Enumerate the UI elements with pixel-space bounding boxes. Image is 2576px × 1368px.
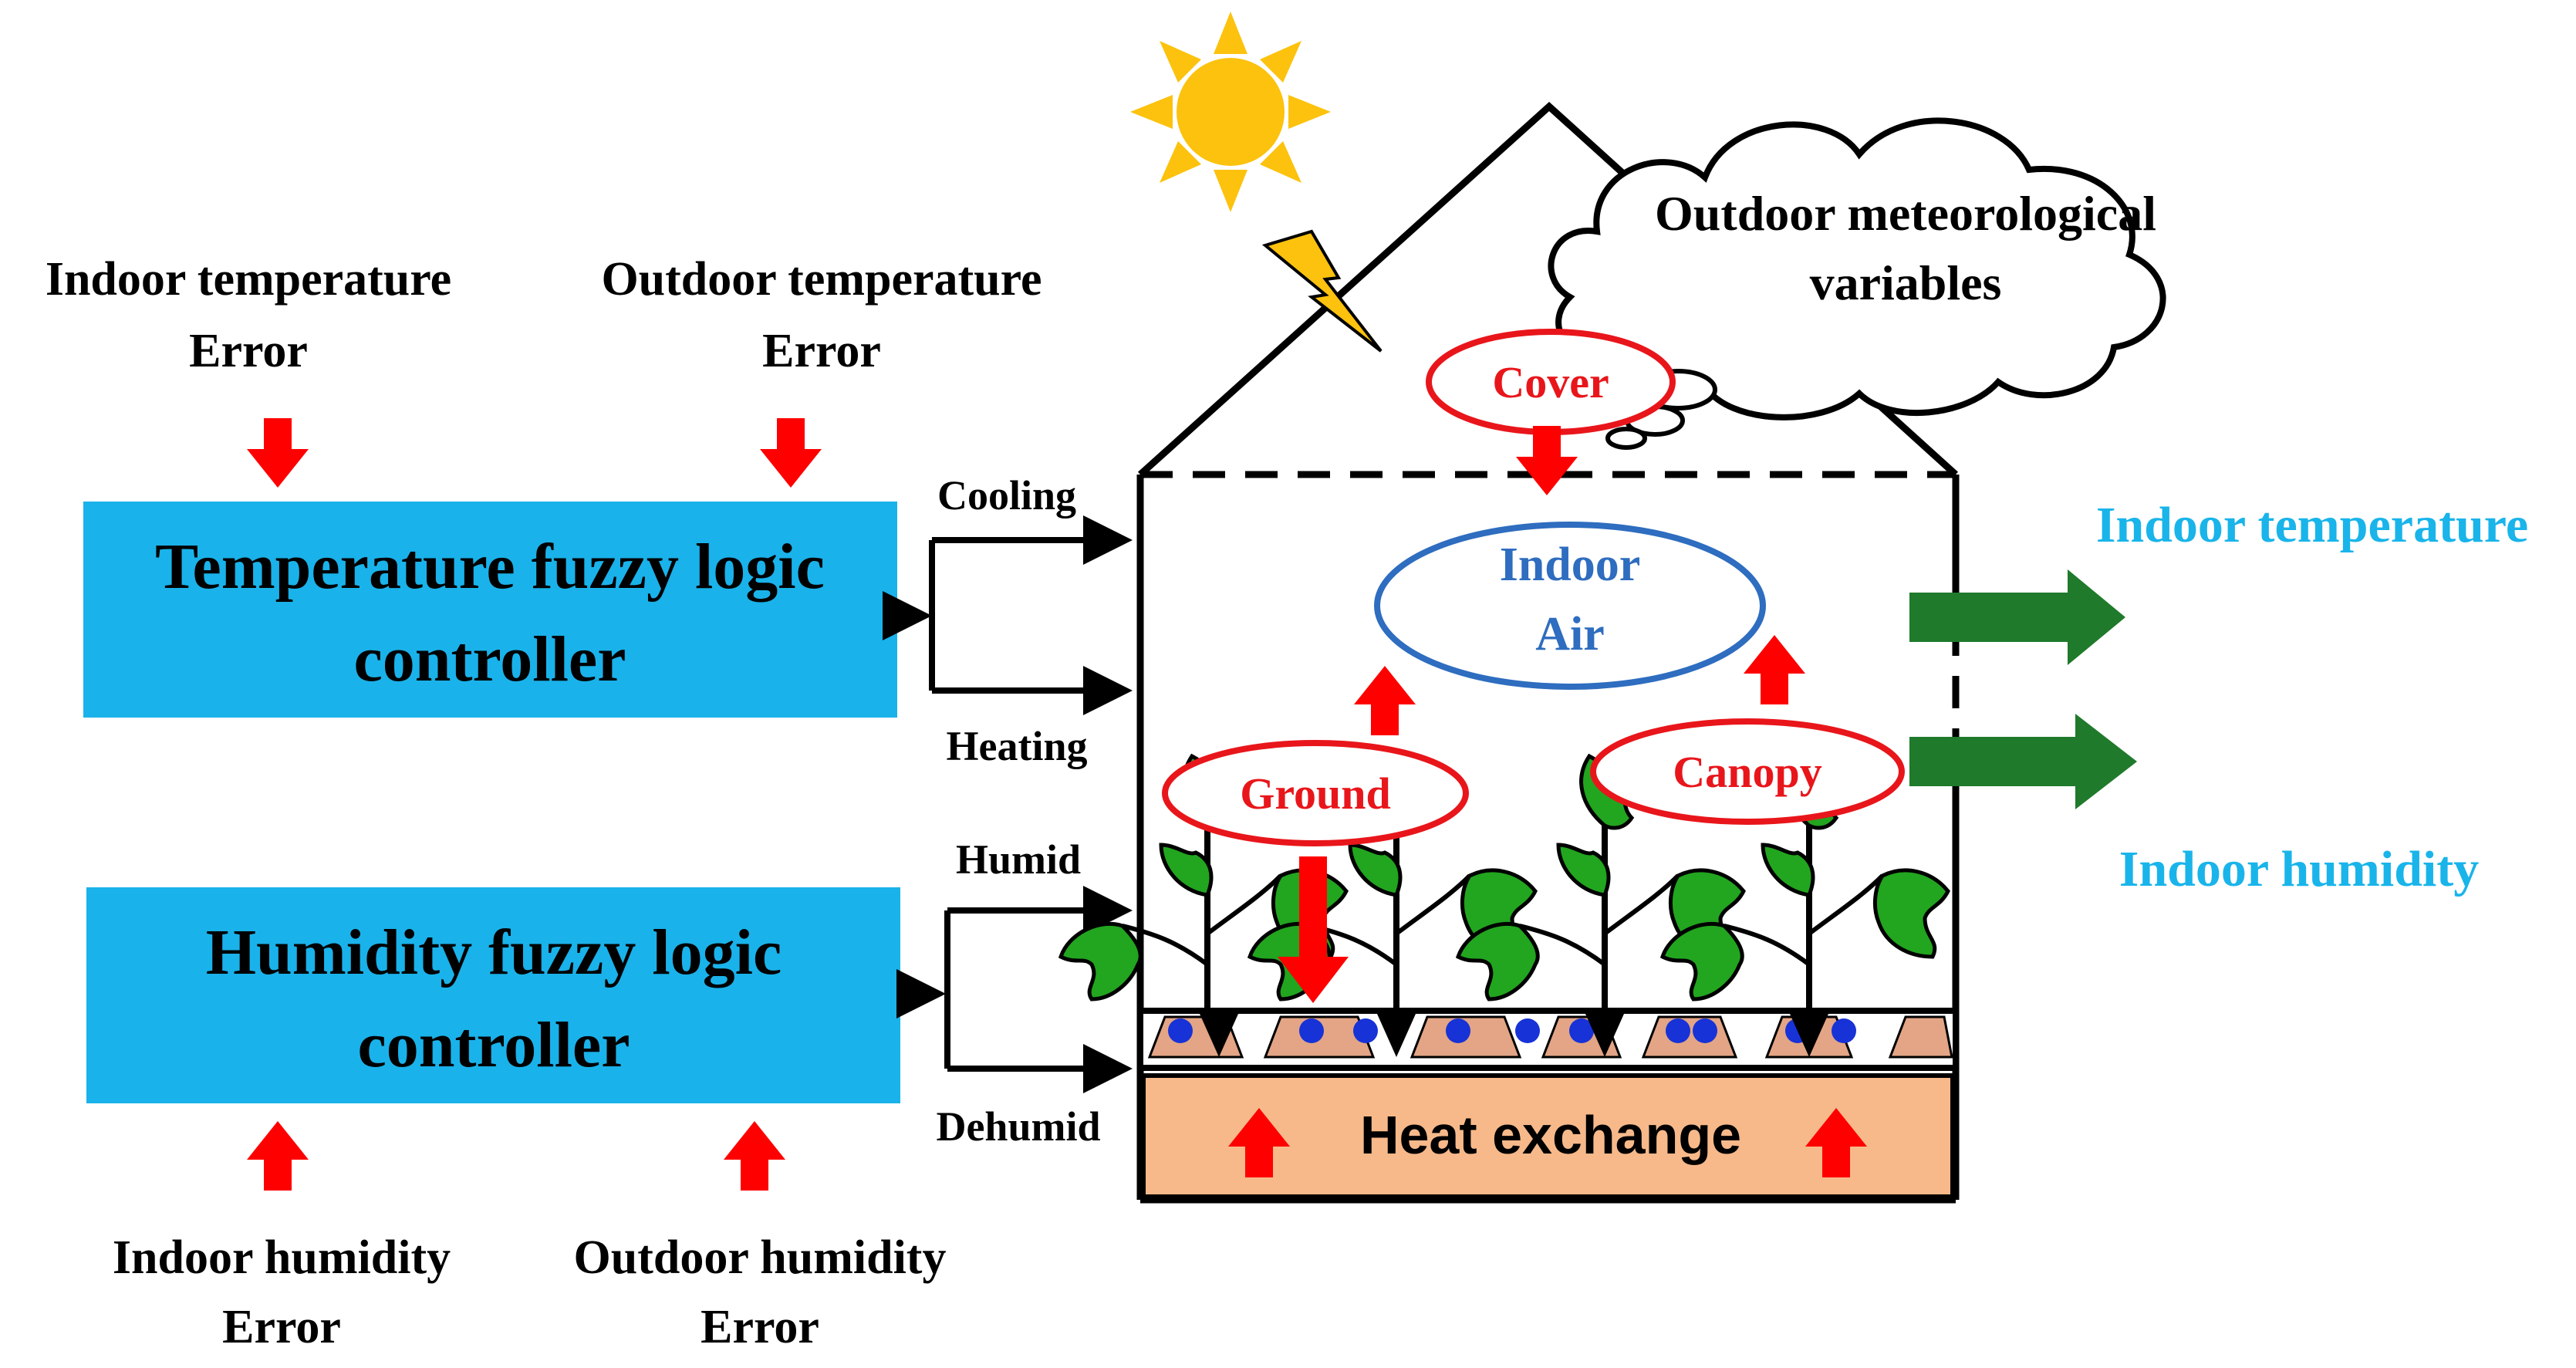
indoor-air-label-line2: Air <box>1535 608 1605 660</box>
dehumid-label: Dehumid <box>936 1103 1100 1150</box>
ground-label: Ground <box>1240 768 1391 819</box>
temperature-controller-box <box>83 502 897 718</box>
indoor-temp-error-label-line1: Indoor temperature <box>46 253 451 306</box>
sun-icon <box>1130 12 1331 212</box>
cloud-icon <box>1548 117 2166 450</box>
cloud-label-line1: Outdoor meteorological <box>1655 186 2156 241</box>
indoor-temperature-output-arrow <box>1909 569 2125 665</box>
outdoor-temp-error-label-line1: Outdoor temperature <box>601 253 1042 306</box>
indoor-humidity-input-arrow <box>247 1121 309 1191</box>
indoor-air-node <box>1374 522 1766 690</box>
cloud-label-line2: variables <box>1810 255 2002 310</box>
temperature-controller-label-line2: controller <box>354 623 626 695</box>
humidity-controller-label-line1: Humidity fuzzy logic <box>206 917 782 988</box>
greenhouse: Outdoor meteorological variables Cover I… <box>1061 12 2166 1204</box>
indoor-temp-error-label-line2: Error <box>189 325 308 377</box>
outdoor-humidity-error-label-line2: Error <box>701 1301 819 1353</box>
indoor-humidity-output-arrow <box>1909 714 2137 809</box>
lightning-icon <box>1261 229 1383 353</box>
outdoor-humidity-input-arrow <box>724 1121 785 1191</box>
cover-to-air-arrow <box>1516 426 1578 495</box>
outdoor-temp-input-arrow <box>760 418 822 488</box>
outdoor-humidity-error-label-line1: Outdoor humidity <box>574 1231 947 1284</box>
ground-to-air-arrow <box>1354 666 1416 735</box>
indoor-humidity-error-label-line2: Error <box>222 1301 341 1353</box>
indoor-air-label-line1: Indoor <box>1500 539 1641 591</box>
indoor-temp-input-arrow <box>247 418 309 488</box>
cover-label: Cover <box>1492 357 1609 407</box>
indoor-humidity-error-label-line1: Indoor humidity <box>113 1231 451 1284</box>
canopy-to-air-arrow <box>1744 635 1805 704</box>
soil-layer <box>1140 1008 1956 1071</box>
heating-label: Heating <box>947 723 1088 769</box>
outdoor-temp-error-label-line2: Error <box>762 325 881 377</box>
heat-exchange-label: Heat exchange <box>1360 1105 1741 1165</box>
humidity-controller-box <box>86 887 900 1103</box>
ground-down-arrow <box>1278 856 1349 1003</box>
canopy-label: Canopy <box>1673 747 1821 797</box>
canopy-node <box>1590 718 1905 825</box>
temperature-controller-label-line1: Temperature fuzzy logic <box>155 531 825 603</box>
ground-node <box>1162 740 1469 846</box>
humidity-controller-label-line2: controller <box>358 1009 630 1081</box>
indoor-humidity-output-label: Indoor humidity <box>2119 841 2479 897</box>
indoor-temperature-output-label: Indoor temperature <box>2096 497 2528 553</box>
cooling-label: Cooling <box>937 472 1076 518</box>
humid-label: Humid <box>956 836 1081 883</box>
